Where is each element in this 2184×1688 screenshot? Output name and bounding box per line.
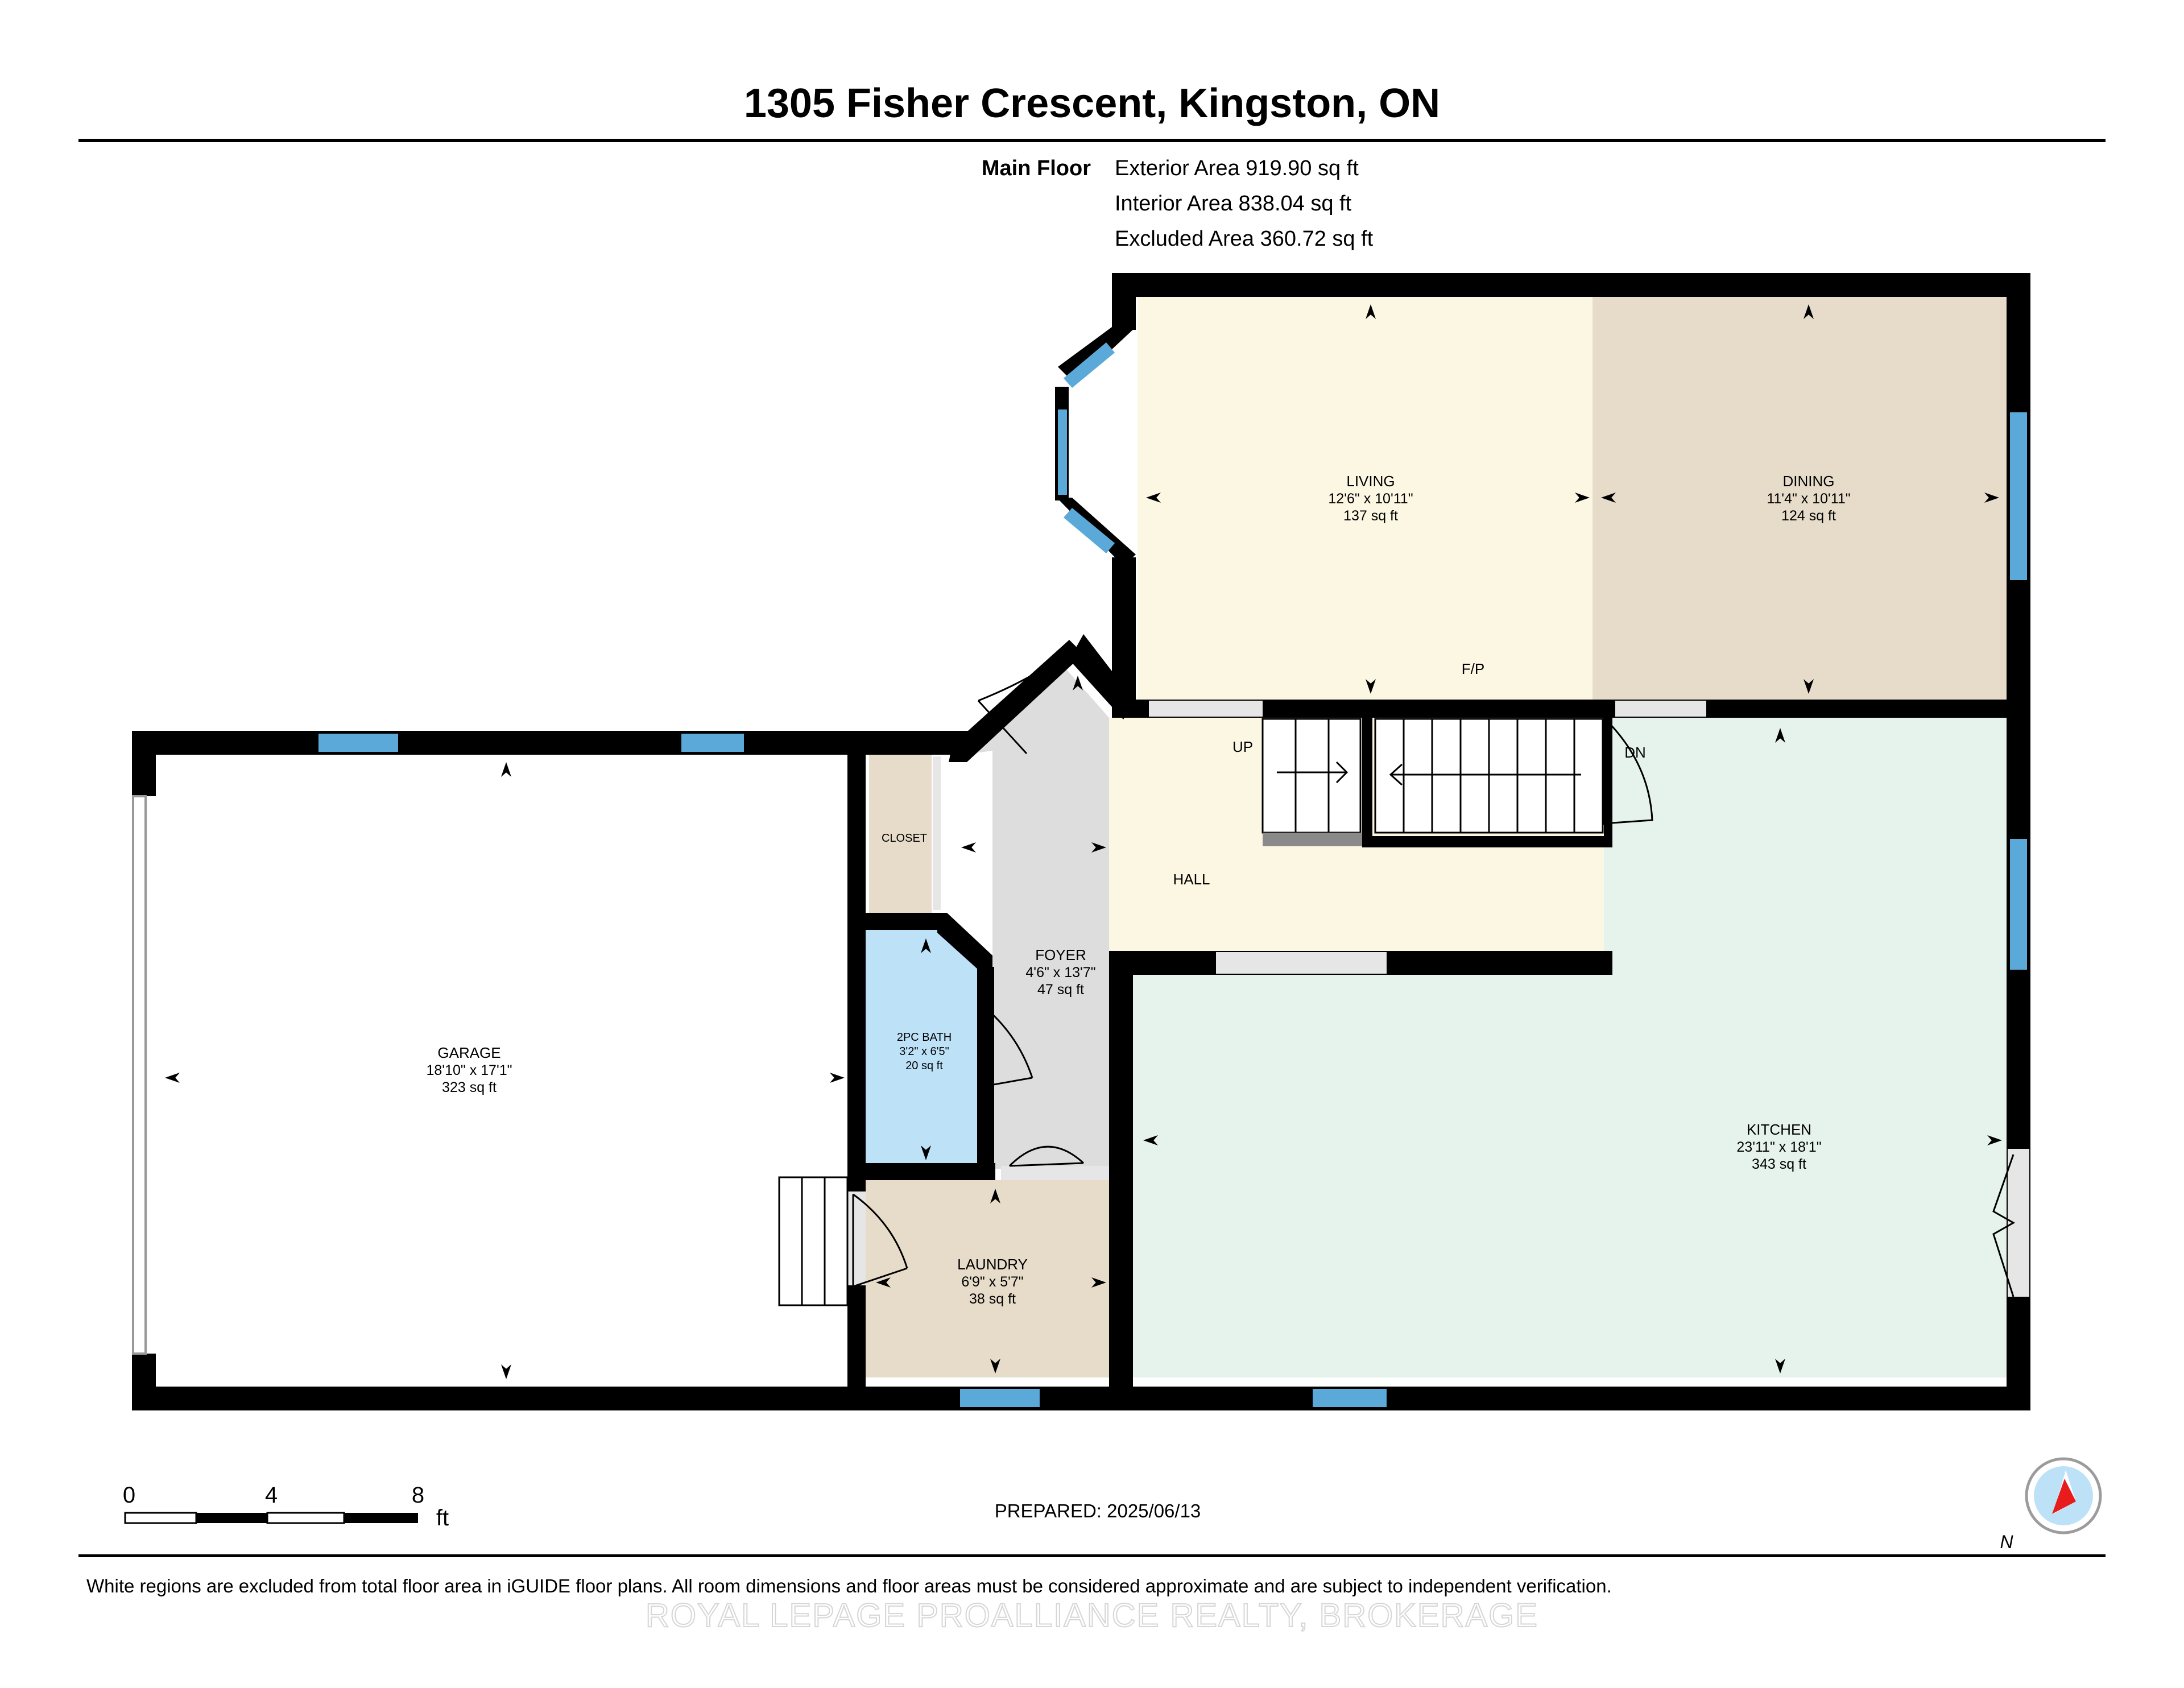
room-labels: LIVING 12'6" x 10'11" 137 sq ft DINING 1… [426,473,1850,1307]
dimension-arrow [1775,728,1785,743]
dimension-arrow [1366,679,1376,694]
header-rule [78,139,2106,142]
laundry-name: LAUNDRY [957,1256,1028,1273]
laundry-area: 38 sq ft [969,1291,1016,1307]
living-dims: 12'6" x 10'11" [1328,491,1413,507]
laundry-dims: 6'9" x 5'7" [961,1274,1023,1290]
dimension-arrow [1804,679,1814,694]
bath-name: 2PC BATH [897,1031,952,1044]
room-closet [869,754,932,913]
staircase [1261,718,1604,846]
dimension-arrow [990,1359,1000,1373]
foyer-area: 47 sq ft [1037,982,1084,998]
dimension-arrow [990,1189,1000,1203]
living-area: 137 sq ft [1343,508,1398,524]
dimension-arrows [165,304,2002,1379]
closet-name: CLOSET [882,832,927,845]
doors [852,660,2016,1297]
foyer-name: FOYER [1035,946,1086,963]
prepared-date: PREPARED: 2025/06/13 [995,1500,1201,1521]
dimension-arrow [1146,493,1161,503]
dimension-arrow [1143,1135,1158,1145]
room-foyer [949,660,1109,1169]
dimension-arrow [1804,304,1814,319]
scale-tick-8: 8 [412,1483,424,1508]
garage-steps [778,1176,849,1306]
room-living [1138,296,1592,700]
watermark: ROYAL LEPAGE PROALLIANCE REALTY, BROKERA… [646,1597,1538,1634]
disclaimer: White regions are excluded from total fl… [86,1575,1612,1596]
dimension-arrow [1601,493,1616,503]
dimension-arrow [1575,493,1590,503]
dining-name: DINING [1783,473,1835,490]
exterior-area: Exterior Area 919.90 sq ft [1115,156,1359,180]
scale-tick-0: 0 [123,1483,135,1508]
kitchen-name: KITCHEN [1747,1121,1811,1138]
dimension-arrow [1091,842,1106,853]
dimension-arrow [1366,304,1376,319]
scale-bar: 0 4 8 ft [123,1483,449,1530]
dimension-arrow [921,1145,931,1160]
dimension-arrow [830,1073,845,1083]
dimension-arrow [876,1277,891,1288]
compass-icon: N [2000,1457,2102,1552]
dimension-arrow [961,842,976,853]
living-name: LIVING [1346,473,1395,490]
dimension-arrow [1987,1135,2002,1145]
interior-area: Interior Area 838.04 sq ft [1115,192,1352,216]
bath-area: 20 sq ft [905,1060,943,1072]
page-title: 1305 Fisher Crescent, Kingston, ON [744,81,1440,126]
hall-name: HALL [1173,871,1210,888]
dimension-arrow [1984,493,1999,503]
dining-area: 124 sq ft [1781,508,1836,524]
room-bath [863,930,977,1163]
dimension-arrow [165,1073,180,1083]
room-dining [1592,296,2007,700]
dimension-arrow [501,1364,511,1379]
dimension-arrow [1091,1277,1106,1288]
bath-dims: 3'2" x 6'5" [899,1045,949,1058]
dimension-arrow [921,938,931,953]
excluded-area: Excluded Area 360.72 sq ft [1115,227,1374,251]
compass-north: N [2000,1532,2013,1552]
scale-tick-4: 4 [265,1483,278,1508]
scale-unit: ft [436,1505,449,1530]
foyer-dims: 4'6" x 13'7" [1025,965,1095,980]
up-label: UP [1232,738,1253,755]
garage-dims: 18'10" x 17'1" [426,1062,512,1078]
dimension-arrow [1073,676,1083,690]
room-laundry [866,1180,1109,1377]
fireplace-label: F/P [1462,660,1484,677]
kitchen-dims: 23'11" x 18'1" [1736,1139,1821,1155]
windows [318,342,2027,1407]
down-label: DN [1624,744,1646,761]
kitchen-area: 343 sq ft [1752,1156,1806,1172]
garage-area: 323 sq ft [442,1079,497,1095]
dining-dims: 11'4" x 10'11" [1767,491,1850,507]
floor-label: Main Floor [982,156,1091,180]
footer-rule [78,1554,2106,1557]
garage-name: GARAGE [437,1044,500,1061]
dimension-arrow [1775,1359,1785,1373]
dimension-arrow [501,762,511,777]
